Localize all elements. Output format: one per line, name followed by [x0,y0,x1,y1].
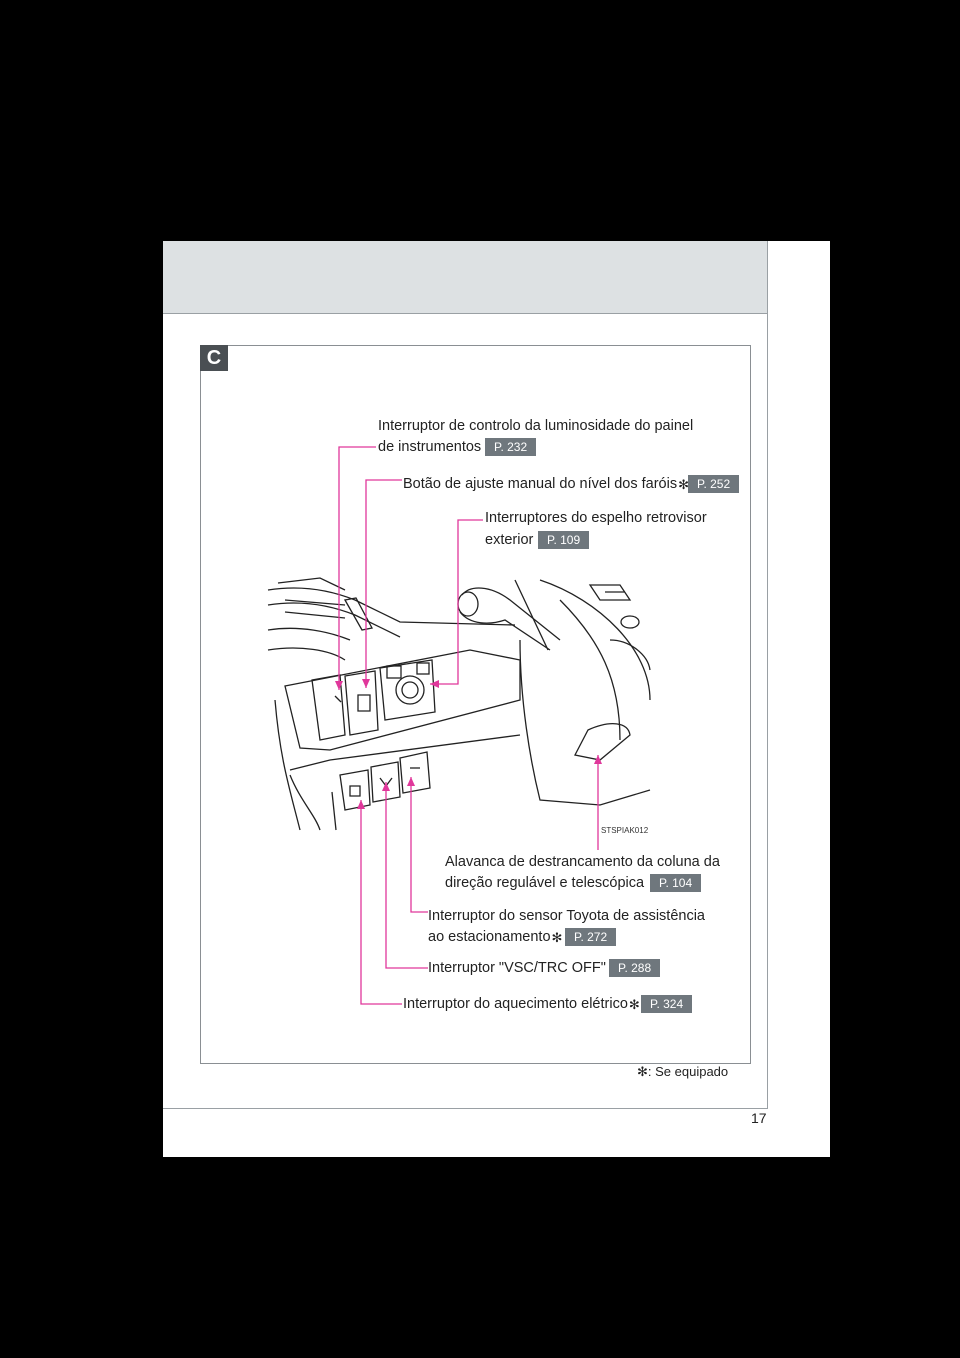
label-headlight-level: Botão de ajuste manual do nível dos faró… [403,476,689,492]
footnote: ✻: Se equipado [637,1064,729,1079]
ref-mirror-switches[interactable]: P. 109 [538,531,590,549]
ref-steering-lever[interactable]: P. 104 [650,874,702,892]
asterisk-icon: ✻ [551,930,563,945]
label-steering-lever-line1: Alavanca de destrancamento da coluna da [445,854,720,870]
page-number: 17 [751,1110,767,1126]
label-heater: Interruptor do aquecimento elétrico✻ [403,996,640,1012]
asterisk-icon: ✻ [678,477,689,492]
header-band [163,241,768,313]
label-vsc-trc: Interruptor "VSC/TRC OFF" [428,960,606,976]
header-divider [163,313,768,314]
label-parking-sensor-line2: ao estacionamento✻ [428,929,563,945]
label-mirror-switches-line1: Interruptores do espelho retrovisor [485,510,707,526]
ref-panel-brightness[interactable]: P. 232 [485,438,537,456]
ref-vsc-trc[interactable]: P. 288 [609,959,661,977]
asterisk-icon: ✻ [628,997,640,1012]
section-tag: C [200,345,228,371]
ref-headlight-level[interactable]: P. 252 [688,475,740,493]
label-mirror-switches-line2: exterior [485,532,534,548]
label-panel-brightness-line1: Interruptor de controlo da luminosidade … [378,418,694,434]
image-code: STSPIAK012 [601,826,649,835]
asterisk-icon: ✻ [637,1064,648,1079]
ref-heater[interactable]: P. 324 [641,995,693,1013]
label-parking-sensor-line1: Interruptor do sensor Toyota de assistên… [428,908,706,924]
label-steering-lever-line2: direção regulável e telescópica [445,875,645,891]
illustration-frame [200,345,751,1064]
footer-divider [163,1108,768,1109]
label-panel-brightness-line2: de instrumentos [378,439,482,455]
right-margin-rule [767,313,768,1109]
ref-parking-sensor[interactable]: P. 272 [565,928,617,946]
